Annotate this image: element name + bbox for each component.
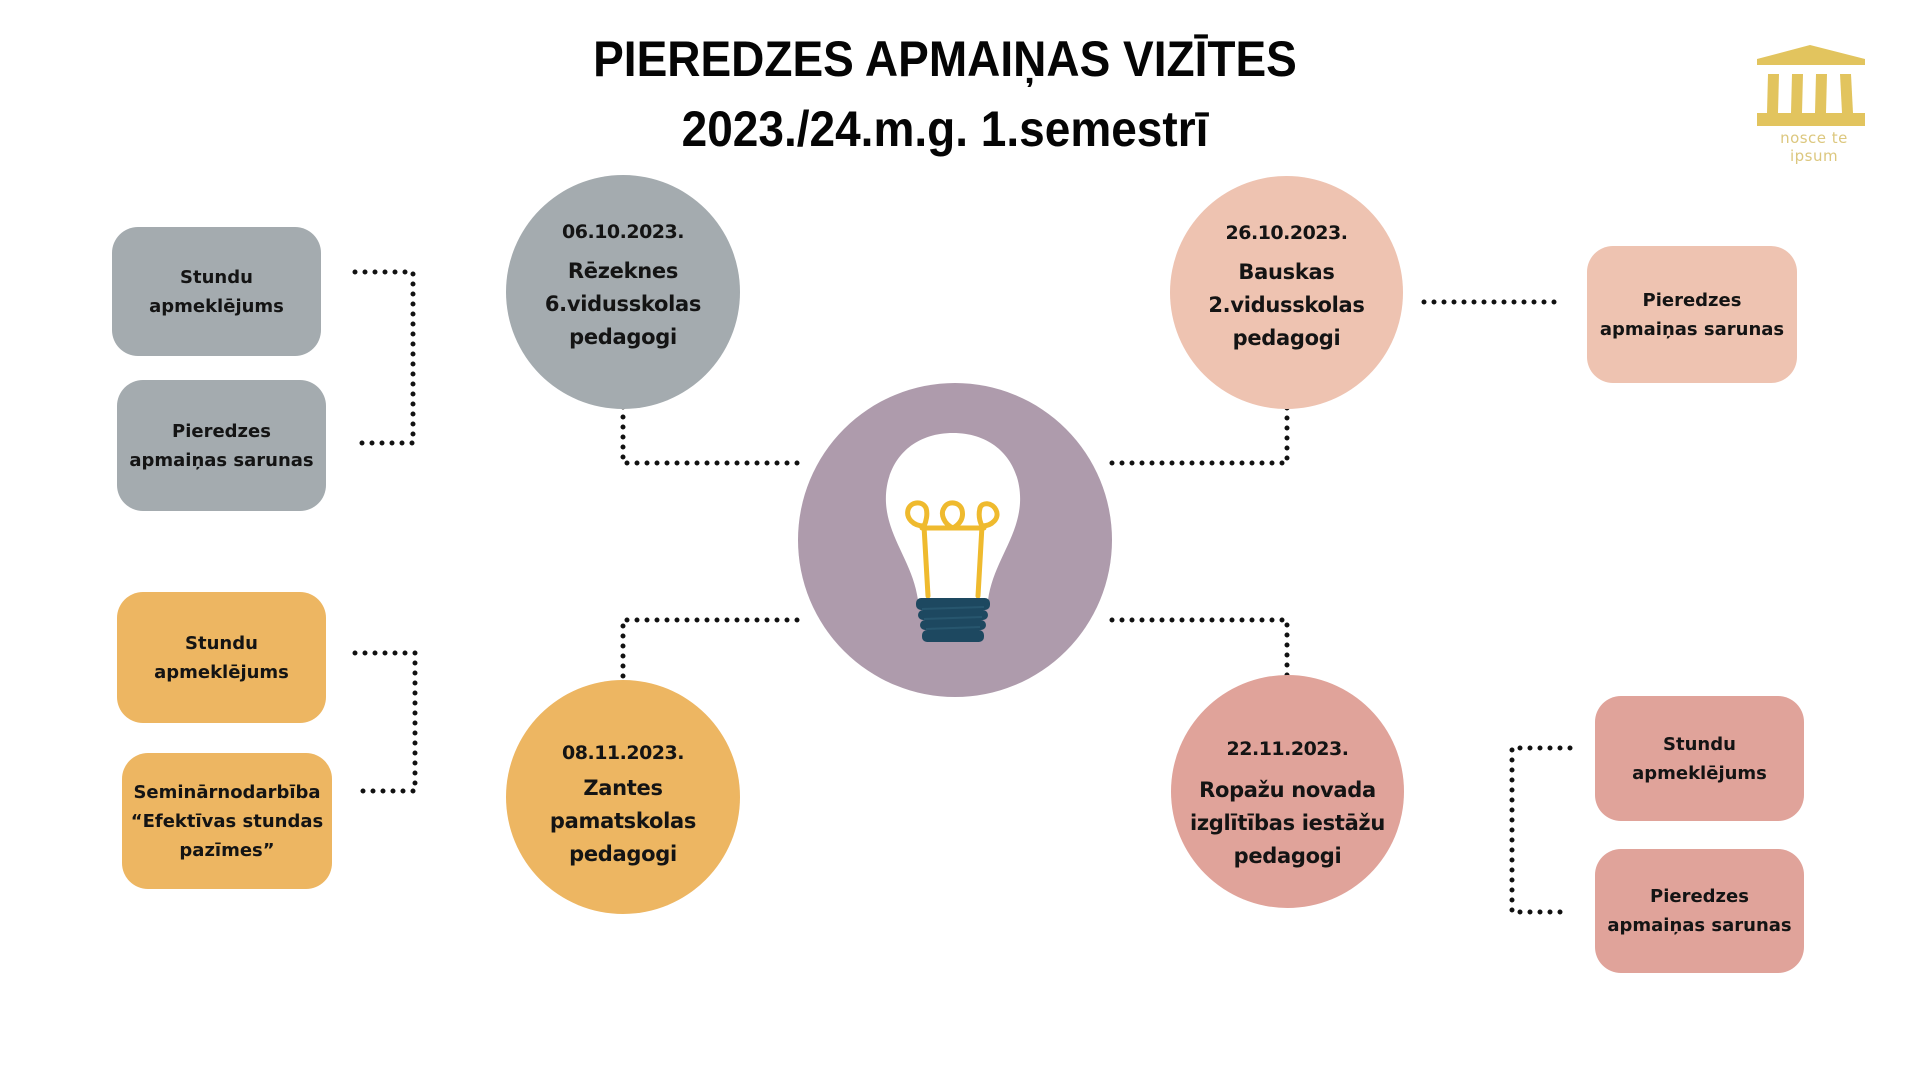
visit-circle-rezekne: 06.10.2023. Rēzeknes 6.vidusskolas pedag… xyxy=(506,175,740,409)
visit-circle-ropazi: 22.11.2023. Ropažu novada izglītības ies… xyxy=(1171,675,1404,908)
activity-box-bauska-1: Pieredzes apmaiņas sarunas xyxy=(1587,246,1797,383)
activity-label: Pieredzes apmaiņas sarunas xyxy=(129,420,314,471)
visit-date: 26.10.2023. xyxy=(1225,222,1348,244)
activity-label: Pieredzes apmaiņas sarunas xyxy=(1607,886,1792,936)
activity-box-zante-2: Seminārnodarbība “Efektīvas stundas pazī… xyxy=(122,753,332,889)
activity-label: Seminārnodarbība “Efektīvas stundas pazī… xyxy=(130,781,324,861)
classical-building-icon xyxy=(1757,45,1865,126)
activity-box-ropazi-2: Pieredzes apmaiņas sarunas xyxy=(1595,849,1804,973)
visit-group: Zantes pamatskolas pedagogi xyxy=(549,776,697,866)
visit-circle-zante: 08.11.2023. Zantes pamatskolas pedagogi xyxy=(506,680,740,914)
lightbulb-icon xyxy=(885,433,1021,642)
activity-label: Stundu apmeklējums xyxy=(1632,733,1767,784)
activity-label: Stundu apmeklējums xyxy=(154,632,289,683)
activity-box-zante-1: Stundu apmeklējums xyxy=(117,592,326,723)
page-title-line1: PIEREDZES APMAIŅAS VIZĪTES xyxy=(593,31,1297,87)
activity-box-rezekne-2: Pieredzes apmaiņas sarunas xyxy=(117,380,326,511)
activity-box-rezekne-1: Stundu apmeklējums xyxy=(112,227,321,356)
page-title-line2: 2023./24.m.g. 1.semestrī xyxy=(681,101,1209,157)
logo-motto: nosce te ipsum xyxy=(1780,129,1848,165)
visit-group: Ropažu novada izglītības iestāžu pedagog… xyxy=(1189,778,1386,868)
visit-date: 08.11.2023. xyxy=(562,742,684,764)
activity-label: Pieredzes apmaiņas sarunas xyxy=(1599,289,1785,340)
visit-group: Bauskas 2.vidusskolas pedagogi xyxy=(1208,260,1365,350)
activity-label: Stundu apmeklējums xyxy=(149,266,284,317)
visit-group: Rēzeknes 6.vidusskolas pedagogi xyxy=(544,259,702,349)
visit-date: 22.11.2023. xyxy=(1226,738,1349,760)
visit-date: 06.10.2023. xyxy=(562,221,684,243)
visit-circle-bauska: 26.10.2023. Bauskas 2.vidusskolas pedago… xyxy=(1170,176,1403,409)
activity-box-ropazi-1: Stundu apmeklējums xyxy=(1595,696,1804,821)
